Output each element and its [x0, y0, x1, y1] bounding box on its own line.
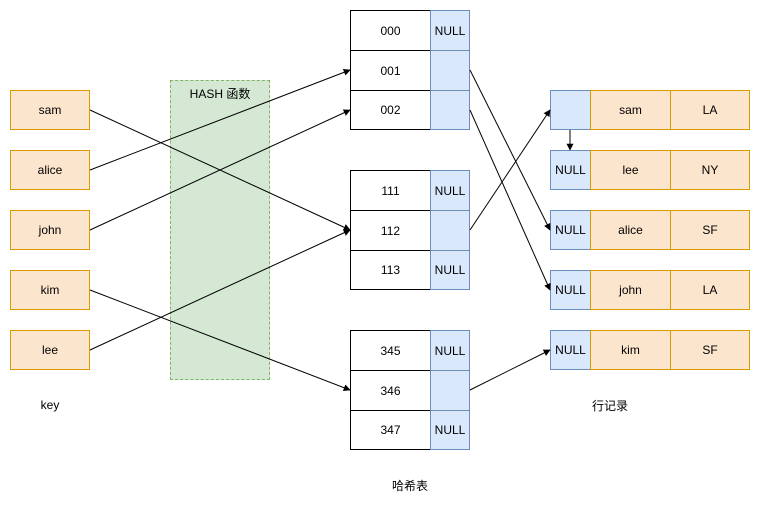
hash-pointer-cell: NULL — [430, 250, 470, 290]
hash-function-region — [170, 80, 270, 380]
hash-pointer-cell — [430, 370, 470, 411]
key-sam: sam — [10, 90, 90, 130]
arrow-john-to-002 — [89, 109, 351, 231]
record-city-cell: NY — [670, 150, 750, 190]
hash-pointer-cell — [430, 90, 470, 130]
hash-code-cell: 112 — [350, 210, 431, 251]
arrow-112-to-sam-record — [469, 109, 551, 231]
key-caption: key — [40, 398, 60, 412]
hash-pointer-cell: NULL — [430, 10, 470, 51]
hash-function-label: HASH 函数 — [189, 86, 251, 101]
hash-pointer-cell: NULL — [430, 410, 470, 450]
record-city-cell: SF — [670, 210, 750, 250]
hash-code-cell: 113 — [350, 250, 431, 290]
hash-code-cell: 346 — [350, 370, 431, 411]
hash-code-cell: 347 — [350, 410, 431, 450]
hash-pointer-cell: NULL — [430, 170, 470, 211]
key-kim: kim — [10, 270, 90, 310]
record-pointer-cell — [550, 90, 591, 130]
hash-code-cell: 111 — [350, 170, 431, 211]
hash-pointer-cell: NULL — [430, 330, 470, 371]
arrow-002-to-john-record — [469, 109, 551, 291]
arrow-alice-to-001 — [89, 68, 351, 171]
key-alice: alice — [10, 150, 90, 190]
key-lee: lee — [10, 330, 90, 370]
row-records-caption: 行记录 — [591, 398, 628, 413]
record-city-cell: LA — [670, 90, 750, 130]
record-pointer-cell: NULL — [550, 330, 591, 370]
record-name-cell: alice — [590, 210, 671, 250]
arrow-346-to-kim-record — [469, 349, 551, 391]
record-city-cell: SF — [670, 330, 750, 370]
arrow-kim-to-346 — [89, 289, 351, 392]
record-name-cell: lee — [590, 150, 671, 190]
record-pointer-cell: NULL — [550, 210, 591, 250]
arrow-001-to-alice-record — [469, 69, 551, 231]
record-city-cell: LA — [670, 270, 750, 310]
record-pointer-cell: NULL — [550, 150, 591, 190]
key-john: john — [10, 210, 90, 250]
hash-code-cell: 000 — [350, 10, 431, 51]
arrow-lee-to-112 — [89, 229, 351, 351]
hash-table-caption: 哈希表 — [391, 478, 428, 493]
record-pointer-cell: NULL — [550, 270, 591, 310]
